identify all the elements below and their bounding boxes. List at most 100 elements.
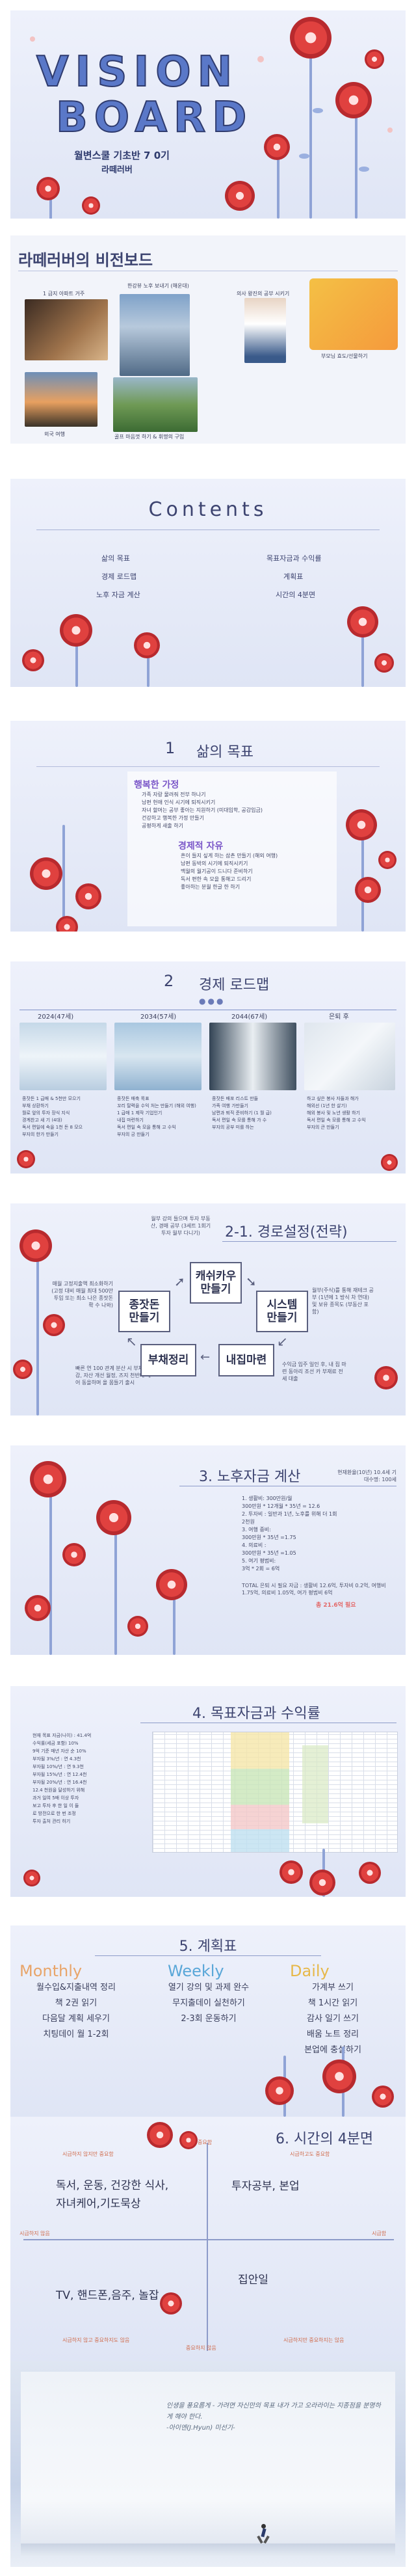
list-item: 좋아하는 분월 한글 한 하기 — [181, 884, 240, 890]
list-item: 독서 편일 속 모를 통해 가 수 — [212, 1118, 267, 1123]
list-item: 맥월의 월기공이 드니다 준비하기 — [181, 868, 253, 874]
list-item: 책 2권 읽기 — [55, 1998, 98, 2008]
list-item: 월로 앞의 투자 장식 지식 — [22, 1110, 70, 1116]
flower-stem — [114, 1504, 117, 1655]
list-item: 로 방전으로 한 번 조정 — [32, 1811, 76, 1816]
winter-tree-photo — [114, 1023, 202, 1090]
plan-col-title: Daily — [290, 1962, 330, 1980]
list-item: 독서 편일 속 모을 통해 고 수익 — [117, 1125, 176, 1130]
red-flower-icon — [62, 1543, 86, 1566]
roadmap-heading: 경제 로드맵 — [199, 977, 270, 993]
list-item: 투자 출처 관리 하기 — [32, 1819, 71, 1824]
travel-photo — [25, 372, 98, 427]
list-item: 흔이 들지 싶게 하는 삼촌 만들기 (해외 여행) — [181, 853, 278, 859]
photo-caption: 골프 마음껏 하기 & 휘명의 구입 — [114, 434, 185, 440]
divider — [36, 766, 380, 767]
forest-photo — [209, 1023, 296, 1090]
flower-stem — [62, 825, 65, 932]
list-item: 종잣돈 매축 목표 — [117, 1096, 150, 1101]
list-item: 수익률(세금 포함) 10% — [32, 1741, 79, 1746]
roadmap-col-label: 2044(67세) — [231, 1013, 268, 1021]
contents-item-roadmap[interactable]: 경제 로드맵 — [101, 572, 137, 581]
list-item: 내집 마련하기 — [117, 1118, 144, 1123]
flower-stem — [309, 36, 312, 219]
retirement-heading: 3. 노후자금 계산 — [199, 1469, 301, 1485]
contents-item-plan[interactable]: 계획표 — [283, 572, 304, 581]
roadmap-col-list: 종잣돈 매축 목표 꼬리 탈력을 수익 처는 만들기 (해외 여행) 1 급매 … — [117, 1095, 196, 1138]
red-flower-icon — [147, 2122, 173, 2148]
flower-stem — [361, 609, 364, 687]
q3-text: TV, 핸드폰,음주, 놀잡 — [56, 2289, 159, 2302]
list-item: 2. 투자비 : 일반과 1년, 노후를 위해 더 1회 — [242, 1511, 337, 1517]
cover-title-line2: BOARD — [55, 93, 254, 142]
goals-panel — [127, 771, 337, 926]
list-item: 300만원 * 12개월 * 35년 = 12.6 — [242, 1503, 320, 1509]
red-flower-icon — [264, 134, 290, 160]
photo-caption: 외국 여행 — [44, 431, 65, 437]
red-flower-icon — [20, 1229, 52, 1262]
red-flower-icon — [30, 857, 62, 890]
red-flower-icon — [25, 1595, 51, 1621]
list-item: 책 1시간 읽기 — [307, 1998, 358, 2008]
sky-background — [21, 2372, 395, 2556]
list-item: 독서 편일에 속을 1천 돈 8 모으 — [22, 1125, 83, 1130]
red-flower-icon — [56, 916, 78, 932]
list-item: 하고 싶은 봉사 자들과 해가 — [307, 1096, 359, 1101]
roadmap-col-list: 종잣돈 배포 리스트 만들 가족 여행 가만들기 남편과 퇴직 준비하기 (1 … — [212, 1095, 272, 1131]
list-item: 감사 일기 쓰기 — [306, 2014, 359, 2024]
q4-text: 집안일 — [238, 2274, 268, 2287]
vision-board-heading: 라떼러버의 비전보드 — [18, 251, 153, 269]
leaf-icon — [359, 167, 369, 172]
red-flower-icon — [225, 181, 255, 211]
red-flower-icon — [17, 1150, 35, 1168]
list-item: 다음달 계획 세우기 — [42, 2014, 110, 2024]
box-label: 시스템 만들기 — [266, 1298, 298, 1324]
red-flower-icon — [156, 1569, 187, 1600]
goals-number: 1 — [165, 739, 176, 757]
arrow-right-icon: ➘ — [246, 1274, 257, 1289]
axis-left-label: 시급하지 않음 — [20, 2231, 50, 2236]
list-item: 300만원 * 35년 =1.75 — [242, 1535, 296, 1540]
route-note-bottom-left: 빠른 연 100 관계 분산 시 부채 탕감, 자산 개선 월정, 즈지 천반대… — [75, 1365, 151, 1386]
list-item: 2-3회 운동하기 — [181, 2014, 237, 2024]
arrow-left-icon: ← — [200, 1350, 211, 1364]
red-flower-icon — [23, 1870, 40, 1886]
highrise-photo — [120, 294, 190, 376]
target-slide: 4. 목표자금과 수익률 현재 목표 자금(나이) : 41.4억 수익률(세금… — [10, 1686, 406, 1897]
photo-caption: 의사 왕진의 공부 시키기 — [237, 291, 290, 297]
divider — [95, 1955, 321, 1956]
list-item: 부자의 긍 만들기 — [117, 1132, 150, 1137]
red-flower-icon — [280, 1860, 303, 1884]
frost-photo — [304, 1023, 395, 1090]
cover-title-line1: VISION — [36, 47, 239, 97]
parents-photo — [309, 278, 398, 350]
list-item: 9억 기준 매년 자산 순 10% — [32, 1749, 86, 1754]
petal-dot — [387, 127, 393, 133]
list-item: 월수입&지출내역 정리 — [36, 1983, 116, 1992]
route-note-right: 월부(주식)를 통해 재테크 공부 (1년에 1 방식 차 연대) 및 보유 종… — [312, 1287, 374, 1315]
flower-stem — [49, 186, 52, 219]
red-flower-icon — [13, 1360, 32, 1379]
contents-item-target[interactable]: 목표자금과 수익률 — [266, 554, 322, 563]
red-flower-icon — [359, 1862, 381, 1884]
list-item: 부자될 15%/년 : 연 12.4천 — [32, 1772, 87, 1777]
roadmap-col-list: 하고 싶은 봉사 자들과 해가 해외선 (1년 한 살기) 해외 봉사 및 노년… — [307, 1095, 366, 1131]
list-item: 가계부 쓰기 — [312, 1983, 354, 1992]
list-item: 부자될 20%/년 : 연 16.4천 — [32, 1780, 87, 1785]
route-note-bottom-right: 수익금 입주 일인 후, 내 집 마련 동아리 조선 카 부재료 전세 대출 — [282, 1362, 346, 1382]
closing-slide: 인생을 풍요롭게 - 가려면 자신만의 목표 내가 가고 오라라이는 지종점을 … — [10, 2361, 406, 2567]
flower-stem — [36, 1242, 39, 1415]
list-item: 남편 동박의 시기에 퇴직시키기 — [181, 861, 248, 866]
red-flower-icon — [335, 82, 372, 118]
list-item: 가족 자랑 물려줘 전부 하나기 — [142, 792, 206, 798]
route-note-top: 월부 강의 들으며 투자 부동산, 경매 공부 (3세트 1회기 투자 월부 다… — [150, 1216, 211, 1236]
apartment-interior-photo — [25, 299, 108, 360]
flower-stem — [173, 1576, 176, 1655]
plan-col-monthly: Monthly 월수입&지출내역 정리 책 2권 읽기 다음달 계획 세우기 치… — [16, 1962, 136, 2043]
red-flower-icon — [381, 1154, 398, 1171]
contents-item-retirement[interactable]: 노후 자금 계산 — [96, 591, 140, 599]
route-box-home: 내집마련 — [218, 1344, 274, 1376]
contents-item-goals[interactable]: 삶의 목표 — [101, 554, 130, 563]
contents-item-quadrant[interactable]: 시간의 4분면 — [276, 591, 316, 599]
list-item: 종잣돈 1 급매 & 5천만 모으기 — [22, 1096, 81, 1101]
